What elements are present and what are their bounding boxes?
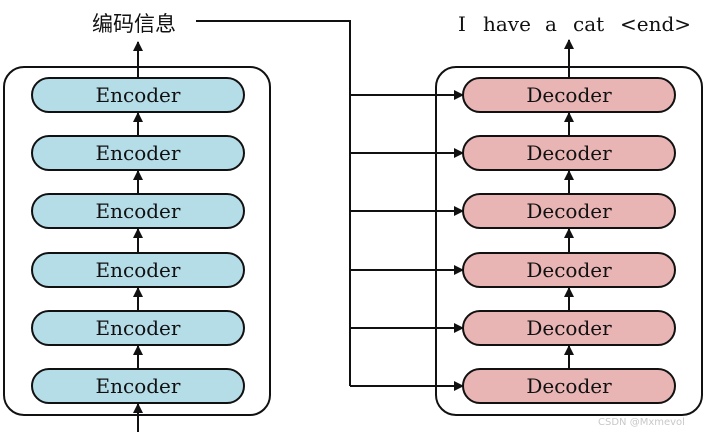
decoder-block-label: Decoder — [526, 141, 612, 165]
decoder-block: Decoder — [462, 193, 676, 229]
encoder-block: Encoder — [31, 252, 245, 288]
output-tokens: I have a cat <end> — [458, 12, 691, 36]
encoder-block-label: Encoder — [96, 316, 181, 340]
decoder-block-label: Decoder — [526, 83, 612, 107]
connectors — [133, 20, 574, 432]
decoder-block-label: Decoder — [526, 199, 612, 223]
encoder-block: Encoder — [31, 310, 245, 346]
encoder-block-label: Encoder — [96, 141, 181, 165]
output-token: <end> — [620, 12, 691, 36]
decoder-block: Decoder — [462, 135, 676, 171]
watermark: CSDN @Mxmevol — [598, 417, 685, 428]
decoder-block: Decoder — [462, 252, 676, 288]
decoder-block: Decoder — [462, 368, 676, 404]
output-token: cat — [573, 12, 604, 36]
decoder-block-label: Decoder — [526, 316, 612, 340]
encoder-blocks: EncoderEncoderEncoderEncoderEncoderEncod… — [31, 77, 245, 404]
decoder-block-label: Decoder — [526, 258, 612, 282]
encoder-block: Encoder — [31, 77, 245, 113]
encoder-block: Encoder — [31, 368, 245, 404]
encoder-block-label: Encoder — [96, 199, 181, 223]
encoder-block: Encoder — [31, 135, 245, 171]
output-token: have — [483, 12, 531, 36]
output-token: I — [458, 12, 466, 36]
decoder-block-label: Decoder — [526, 374, 612, 398]
encoder-block-label: Encoder — [96, 258, 181, 282]
encoder-block-label: Encoder — [96, 83, 181, 107]
encoder-block-label: Encoder — [96, 374, 181, 398]
encoded-info-label: 编码信息 — [92, 12, 176, 36]
encoder-block: Encoder — [31, 193, 245, 229]
decoder-block: Decoder — [462, 310, 676, 346]
decoder-blocks: DecoderDecoderDecoderDecoderDecoderDecod… — [462, 77, 676, 404]
encoded-info-bus — [196, 20, 351, 386]
output-token: a — [545, 12, 557, 36]
decoder-block: Decoder — [462, 77, 676, 113]
